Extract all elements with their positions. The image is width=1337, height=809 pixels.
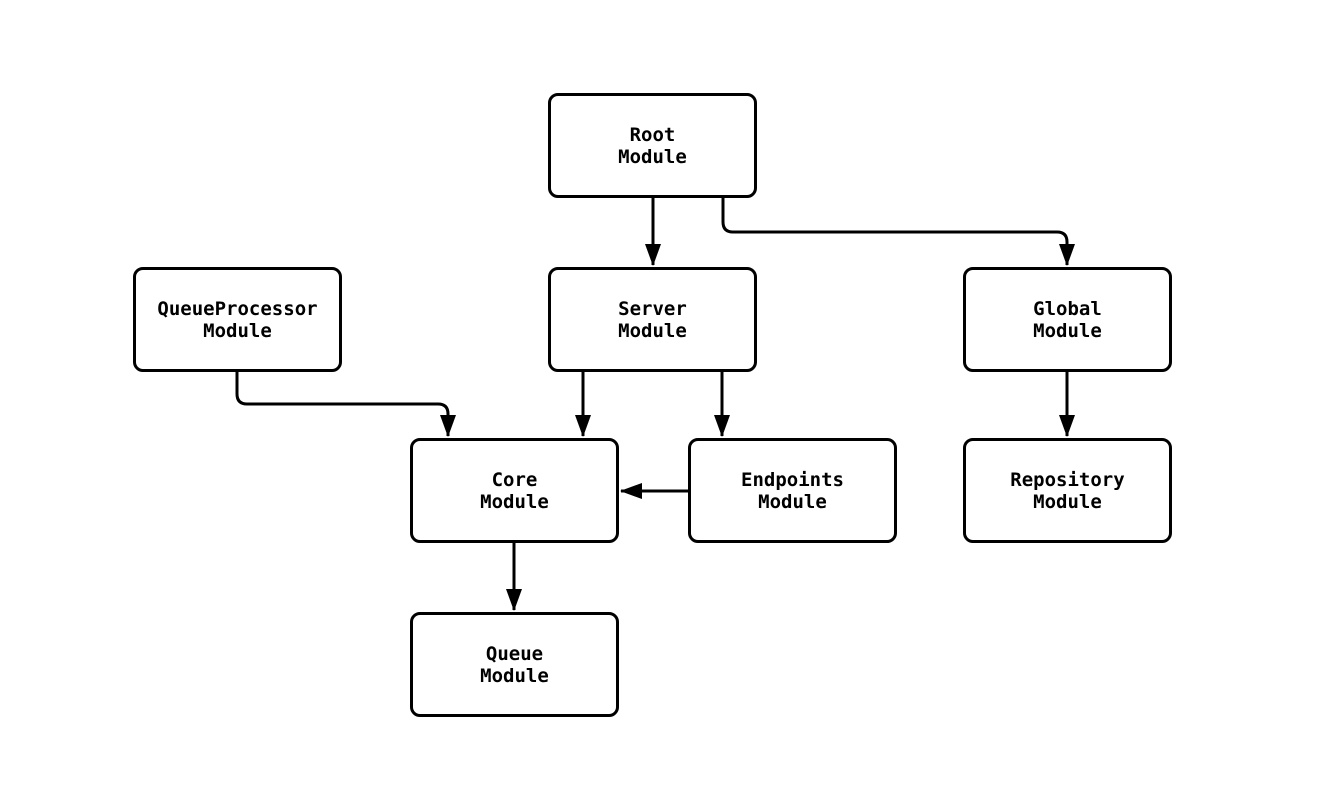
node-server-label-line: Module <box>618 319 687 342</box>
node-core-label-line: Module <box>480 490 549 513</box>
node-endpoints-label-line: Endpoints <box>741 468 844 491</box>
edge-queueprocessor-to-core <box>235 372 456 437</box>
node-queue-label-line: Module <box>480 664 549 687</box>
node-endpoints-label-line: Module <box>758 490 827 513</box>
node-core-label-line: Core <box>491 468 538 491</box>
node-repository-label-line: Repository <box>1010 468 1125 491</box>
node-repository-label-line: Module <box>1033 490 1102 513</box>
node-queueprocessor-label-line: QueueProcessor <box>157 297 318 320</box>
node-server-label-line: Server <box>618 297 687 320</box>
node-queue-label-line: Queue <box>485 642 544 665</box>
node-root-label-line: Root <box>629 123 676 146</box>
node-global-label-line: Module <box>1033 319 1102 342</box>
edge-root-to-global <box>721 198 1075 266</box>
node-queueprocessor-label-line: Module <box>203 319 272 342</box>
node-global-label-line: Global <box>1033 297 1102 320</box>
node-root-label-line: Module <box>618 145 687 168</box>
